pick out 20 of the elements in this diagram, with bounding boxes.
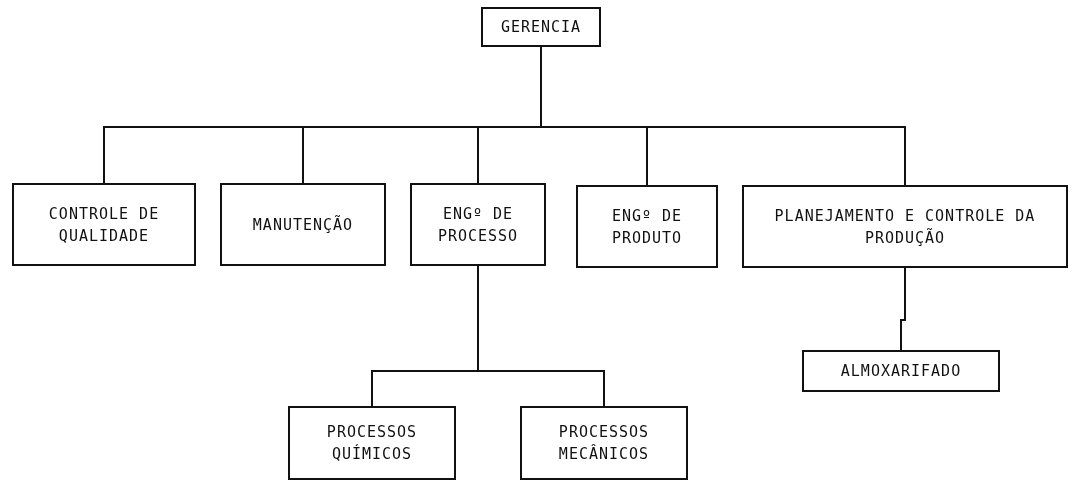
org-box	[742, 185, 1068, 268]
org-box	[481, 7, 601, 47]
box-label: PLANEJAMENTO E CONTROLE DA PRODUÇÃO	[773, 205, 1037, 249]
box-label: CONTROLE DE QUALIDADE	[47, 203, 161, 247]
box-label: MANUTENÇÃO	[252, 214, 354, 236]
org-box	[12, 183, 196, 266]
box-label: PROCESSOS QUÍMICOS	[325, 422, 419, 465]
box-label: ENGº DE PROCESSO	[436, 203, 520, 247]
box-label: ENGº DE PRODUTO	[610, 205, 684, 249]
box-label: GERENCIA	[500, 17, 582, 38]
org-box	[802, 350, 1000, 392]
org-box	[220, 183, 386, 266]
org-box	[576, 185, 718, 268]
box-label: ALMOXARIFADO	[840, 361, 962, 382]
org-box	[520, 406, 688, 480]
org-box	[288, 406, 456, 480]
box-label: PROCESSOS MECÂNICOS	[557, 422, 651, 465]
connector-line	[477, 265, 605, 407]
connector-line	[900, 267, 906, 351]
org-box	[410, 183, 546, 266]
